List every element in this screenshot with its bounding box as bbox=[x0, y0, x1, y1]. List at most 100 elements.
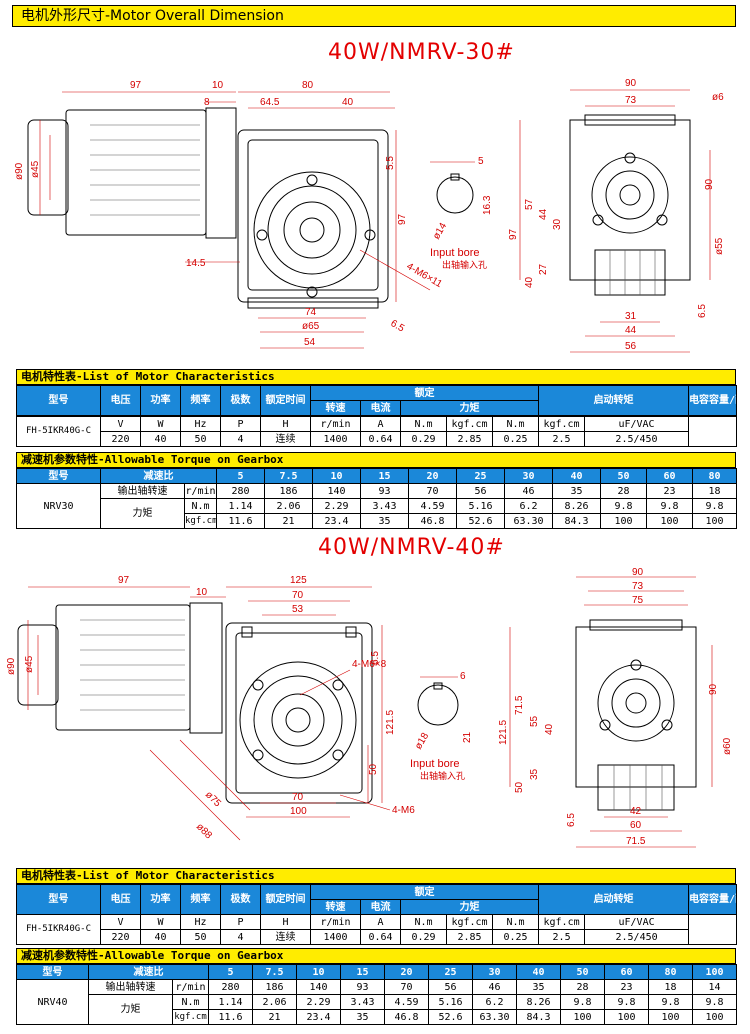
table-cell: 5.16 bbox=[428, 994, 473, 1010]
table-cell: 转速 bbox=[310, 899, 361, 915]
table-cell: NRV30 bbox=[16, 483, 101, 529]
section-header-text: 电机外形尺寸-Motor Overall Dimension bbox=[21, 8, 284, 24]
dim-label: ø88 bbox=[194, 821, 214, 841]
table-cell: 9.8 bbox=[600, 498, 647, 514]
table-cell: 电流 bbox=[360, 899, 401, 915]
table-cell: 2.06 bbox=[264, 498, 313, 514]
table-cell: 23 bbox=[646, 483, 693, 499]
table-cell: N.m bbox=[492, 416, 539, 432]
dim-label: 97 bbox=[397, 213, 408, 225]
table-cell: 4 bbox=[220, 431, 261, 447]
table-cell: 极数 bbox=[220, 884, 261, 915]
table-cell: 2.5 bbox=[538, 431, 585, 447]
dim-label: ø90 bbox=[6, 657, 17, 675]
table-cell: 40 bbox=[552, 468, 601, 484]
table-cell: 3.43 bbox=[340, 994, 385, 1010]
table-cell: 连续 bbox=[260, 929, 311, 945]
dim-label: 57 bbox=[524, 198, 535, 210]
dim-label: 53 bbox=[292, 604, 304, 615]
table-cell: 额定时间 bbox=[260, 385, 311, 416]
table-cell: 额定 bbox=[309, 385, 540, 401]
table-cell: 60 bbox=[646, 468, 693, 484]
table-cell: 25 bbox=[428, 964, 473, 980]
dim-label: 71.5 bbox=[626, 836, 646, 847]
table-cell: 93 bbox=[340, 979, 385, 995]
table-cell: r/min bbox=[310, 914, 361, 930]
table-cell: kgf.cm bbox=[538, 416, 585, 432]
dim-label: 90 bbox=[708, 683, 719, 695]
table-bar: 电机特性表-List of Motor Characteristics bbox=[16, 868, 736, 884]
dim-label: 40 bbox=[544, 723, 555, 735]
table-cell: 220 bbox=[100, 929, 141, 945]
dim-label: 121.5 bbox=[385, 710, 396, 735]
dim-label: 74 bbox=[305, 307, 317, 318]
dim-label: 6.5 bbox=[697, 304, 708, 318]
table-cell: 40 bbox=[140, 929, 181, 945]
model2-drawing: 97 125 10 70 53 ø90 ø45 4-M6×8 6.5 121.5… bbox=[6, 567, 733, 848]
table-cell: 25 bbox=[456, 468, 505, 484]
dim-label: 50 bbox=[514, 781, 525, 793]
dim-label: 90 bbox=[625, 78, 637, 89]
table-cell: 额定 bbox=[309, 884, 540, 900]
table-cell: 5 bbox=[216, 468, 265, 484]
dim-label: 64.5 bbox=[260, 97, 280, 108]
table-cell bbox=[688, 914, 738, 945]
dim-label: 125 bbox=[290, 575, 307, 586]
dim-label: 6.5 bbox=[566, 813, 577, 827]
table-cell: 14 bbox=[692, 979, 737, 995]
dim-label: 56 bbox=[625, 341, 637, 352]
table-cell: uF/VAC bbox=[584, 914, 690, 930]
table-cell: 2.5/450 bbox=[584, 929, 690, 945]
table-cell: 型号 bbox=[16, 468, 101, 484]
dim-label: 14.5 bbox=[186, 258, 206, 269]
dim-label: 73 bbox=[632, 581, 644, 592]
table-cell: 10 bbox=[296, 964, 341, 980]
table-cell: 280 bbox=[208, 979, 253, 995]
table-cell: 4.59 bbox=[408, 498, 457, 514]
table-cell: 30 bbox=[472, 964, 517, 980]
table-cell: 9.8 bbox=[692, 994, 737, 1010]
dim-label: 90 bbox=[632, 567, 644, 578]
table-cell: 启动转矩 bbox=[538, 385, 690, 416]
table-cell: 280 bbox=[216, 483, 265, 499]
dim-label: 21 bbox=[462, 731, 473, 743]
table-cell: NRV40 bbox=[16, 979, 89, 1025]
table-cell: 15 bbox=[340, 964, 385, 980]
table-cell: 9.8 bbox=[646, 498, 693, 514]
dim-label: 30 bbox=[552, 218, 563, 230]
table-cell: 11.6 bbox=[216, 513, 265, 529]
table-cell: 30 bbox=[504, 468, 553, 484]
model2-input-bore: 6 ø18 21 Input bore 出轴输入孔 bbox=[410, 671, 473, 781]
dim-label: 40 bbox=[342, 97, 354, 108]
bore-label: Input bore bbox=[430, 247, 480, 259]
table-cell: 70 bbox=[384, 979, 429, 995]
table-cell: Hz bbox=[180, 416, 221, 432]
dim-label: 70 bbox=[292, 792, 304, 803]
table-cell: 9.8 bbox=[604, 994, 649, 1010]
dim-label: ø90 bbox=[14, 162, 25, 180]
table-cell: kgf.cm bbox=[172, 1009, 209, 1025]
dim-label: ø45 bbox=[30, 160, 41, 178]
table-cell: N.m bbox=[184, 498, 217, 514]
table-cell: 100 bbox=[692, 513, 737, 529]
table-cell: r/min bbox=[310, 416, 361, 432]
table-cell bbox=[688, 416, 737, 447]
table-cell: 100 bbox=[692, 964, 737, 980]
table-cell: uF/VAC bbox=[584, 416, 689, 432]
dim-label: 4-M6×8 bbox=[352, 659, 387, 670]
table-cell: W bbox=[140, 914, 181, 930]
dim-label: 31 bbox=[625, 311, 637, 322]
dim-label: 55 bbox=[529, 715, 540, 727]
table-cell: 输出轴转速 bbox=[100, 483, 185, 499]
table-cell: H bbox=[260, 914, 311, 930]
table-cell: 20 bbox=[408, 468, 457, 484]
table-cell: 46.8 bbox=[384, 1009, 429, 1025]
dim-label: 44 bbox=[625, 325, 637, 336]
table-cell: 46.8 bbox=[408, 513, 457, 529]
table-cell: 93 bbox=[360, 483, 409, 499]
dim-label: 97 bbox=[118, 575, 130, 586]
table-cell: 型号 bbox=[16, 884, 101, 915]
table-cell: 2.85 bbox=[446, 431, 493, 447]
table-cell: 额定时间 bbox=[260, 884, 311, 915]
table-cell: 6.2 bbox=[504, 498, 553, 514]
